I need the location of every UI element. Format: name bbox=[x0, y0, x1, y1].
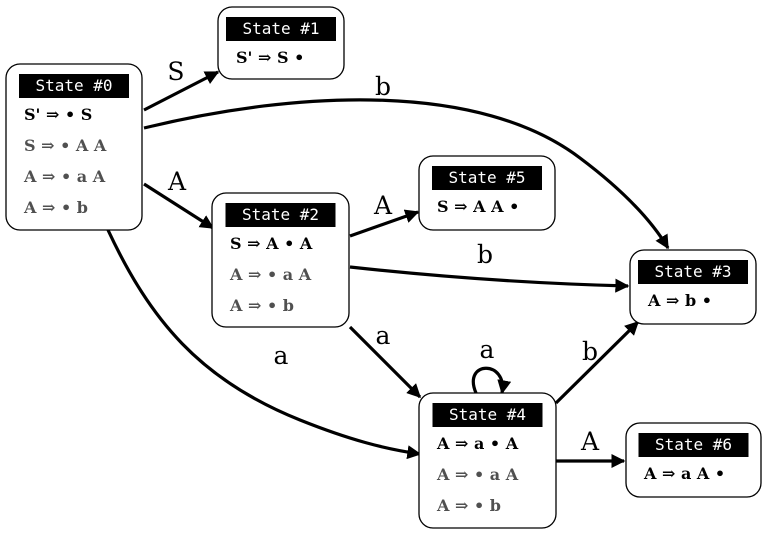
state-1-node: State #1 S' ⇒ S • bbox=[217, 6, 345, 80]
transition-label: S bbox=[167, 57, 184, 86]
transition-2-4: a bbox=[348, 321, 422, 399]
transition-label: b bbox=[375, 72, 391, 101]
transition-arrow bbox=[349, 265, 630, 293]
closure-item: A ⇒ • a A bbox=[229, 265, 312, 284]
transition-label: a bbox=[480, 335, 495, 364]
state-title: State #2 bbox=[242, 205, 319, 224]
transition-0-4: a bbox=[106, 229, 422, 460]
state-title: State #1 bbox=[242, 19, 319, 38]
closure-item: A ⇒ • a A bbox=[23, 167, 106, 186]
states-layer: State #0 S' ⇒ • S S ⇒ • A A A ⇒ • a A A ⇒ • … bbox=[5, 6, 762, 529]
transition-arrow bbox=[554, 320, 640, 405]
transition-label: A bbox=[167, 167, 187, 196]
kernel-item: S' ⇒ S • bbox=[236, 48, 304, 67]
state-title: State #6 bbox=[655, 435, 732, 454]
state-4-node: State #4 A ⇒ a • A A ⇒ • a A A ⇒ • b bbox=[418, 392, 557, 529]
transition-arrow bbox=[349, 209, 420, 238]
state-title: State #5 bbox=[448, 168, 525, 187]
transition-label: a bbox=[274, 341, 289, 370]
state-title-background bbox=[638, 433, 749, 457]
kernel-item: S ⇒ A A • bbox=[437, 197, 519, 216]
transition-0-2: A bbox=[143, 167, 215, 230]
closure-item: A ⇒ • b bbox=[23, 198, 88, 217]
transition-arrow bbox=[348, 325, 422, 399]
kernel-item: A ⇒ a A • bbox=[643, 464, 725, 483]
transition-label: b bbox=[582, 337, 598, 366]
transition-label: A bbox=[373, 191, 393, 220]
transition-4-4: a bbox=[471, 335, 512, 395]
transition-4-3: b bbox=[554, 320, 640, 405]
closure-item: A ⇒ • b bbox=[436, 496, 501, 515]
state-title: State #0 bbox=[35, 76, 112, 95]
transition-2-5: A bbox=[349, 191, 420, 238]
state-title-background bbox=[638, 260, 748, 284]
state-5-node: State #5 S ⇒ A A • bbox=[418, 155, 556, 231]
state-6-node: State #6 A ⇒ a A • bbox=[625, 422, 762, 498]
kernel-item: A ⇒ b • bbox=[647, 291, 712, 310]
state-3-node: State #3 A ⇒ b • bbox=[629, 249, 757, 325]
closure-item: A ⇒ • b bbox=[229, 296, 294, 315]
state-0-node: State #0 S' ⇒ • S S ⇒ • A A A ⇒ • a A A ⇒ • … bbox=[5, 63, 143, 231]
state-title-background bbox=[19, 74, 129, 98]
transition-0-1: S bbox=[143, 57, 220, 112]
state-title-background bbox=[432, 403, 543, 427]
transition-2-3: b bbox=[349, 240, 630, 293]
transition-0-3: b bbox=[143, 72, 670, 250]
kernel-item: A ⇒ a • A bbox=[436, 434, 519, 453]
state-2-node: State #2 S ⇒ A • A A ⇒ • a A A ⇒ • b bbox=[211, 192, 350, 328]
closure-item: S ⇒ • A A bbox=[24, 136, 107, 155]
transition-label: b bbox=[477, 240, 493, 269]
transition-arrow bbox=[143, 98, 670, 250]
transition-label: a bbox=[376, 321, 391, 350]
state-box bbox=[5, 63, 143, 231]
state-title-background bbox=[432, 166, 542, 190]
kernel-item: S' ⇒ • S bbox=[24, 105, 92, 124]
state-title: State #3 bbox=[654, 262, 731, 281]
kernel-item: S ⇒ A • A bbox=[230, 234, 313, 253]
transition-arrow bbox=[143, 70, 220, 112]
transition-arrow bbox=[143, 182, 215, 230]
state-title-background bbox=[225, 203, 336, 227]
transition-label: A bbox=[580, 427, 600, 456]
closure-item: A ⇒ • a A bbox=[436, 465, 519, 484]
transition-arrow bbox=[106, 229, 422, 460]
transition-arrow bbox=[471, 366, 512, 395]
state-title: State #4 bbox=[449, 405, 526, 424]
state-title-background bbox=[226, 17, 336, 41]
transition-4-6: A bbox=[556, 427, 626, 469]
